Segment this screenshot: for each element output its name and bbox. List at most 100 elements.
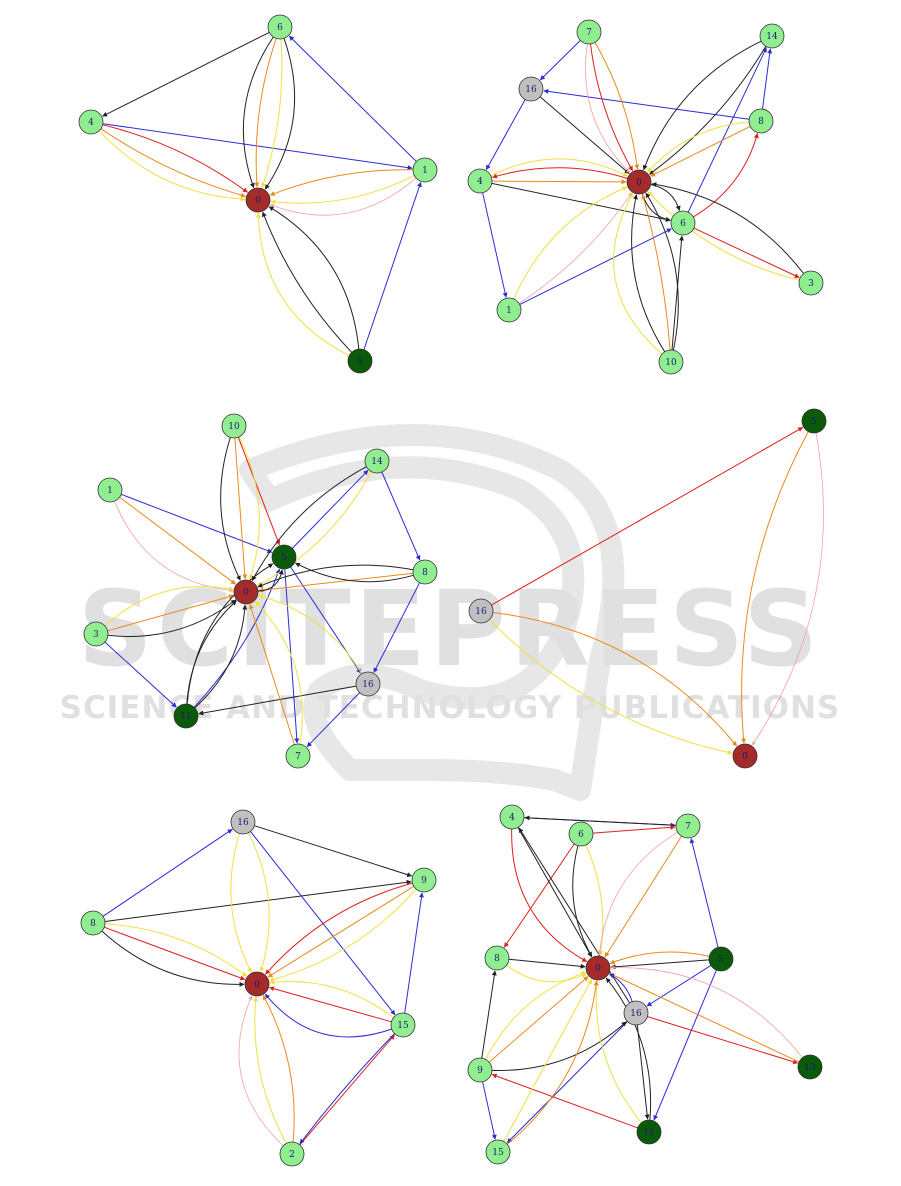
node-label: 8: [422, 568, 428, 578]
node-0: 0: [246, 188, 270, 212]
edge-4-to-0: [492, 181, 626, 182]
edge-5-to-0: [263, 212, 352, 352]
edge-1-to-0: [270, 178, 416, 215]
watermark-title: SCITEPRESS: [78, 568, 822, 690]
node-label: 8: [494, 954, 500, 964]
edge-14-to-8: [382, 472, 420, 560]
edge-6-to-7: [593, 827, 675, 833]
edge-4-to-0: [518, 827, 592, 956]
node-7: 7: [676, 814, 700, 838]
node-15: 15: [391, 1013, 415, 1037]
edge-7-to-4: [525, 818, 676, 826]
node-6: 6: [268, 15, 292, 39]
edge-15-to-0: [265, 994, 392, 1037]
edge-8-to-16: [103, 829, 232, 916]
node-5: 5: [272, 545, 296, 569]
edge-16-to-9: [254, 826, 411, 876]
edge-4-to-0: [103, 125, 248, 193]
edge-10-to-6: [672, 236, 682, 350]
node-label: 16: [362, 680, 374, 690]
node-label: 4: [88, 118, 94, 128]
edge-1-to-5: [121, 494, 272, 552]
node-label: 7: [295, 752, 301, 762]
node-label: 16: [475, 607, 487, 617]
node-16: 16: [231, 810, 255, 834]
edge-15-to-0: [270, 982, 394, 1018]
edge-5-to-16: [647, 965, 711, 1006]
edge-0-to-4: [493, 168, 628, 179]
graph-2-nodes: 0716148463110: [468, 20, 823, 374]
edge-5-to-0: [611, 960, 709, 967]
node-1: 1: [413, 158, 437, 182]
edge-16-to-13: [648, 1017, 798, 1064]
node-10: 10: [659, 350, 683, 374]
graph-6-edges: [482, 818, 803, 1145]
edge-16-to-15: [250, 831, 395, 1014]
graph-1-nodes: 06415: [79, 15, 437, 373]
edge-1-to-0: [271, 175, 414, 203]
edge-5-to-7: [691, 839, 718, 948]
node-11: 11: [174, 704, 198, 728]
node-6: 6: [671, 211, 695, 235]
node-7: 7: [577, 20, 601, 44]
node-9: 9: [468, 1058, 492, 1082]
node-13: 13: [798, 1055, 822, 1079]
edge-16-to-15: [507, 1022, 627, 1143]
edge-9-to-15: [483, 1082, 496, 1140]
edge-8-to-0: [102, 931, 244, 984]
edge-10-to-0: [221, 437, 241, 580]
node-label: 8: [758, 117, 764, 127]
watermark: SCITEPRESS SCIENCE AND TECHNOLOGY PUBLIC…: [60, 435, 841, 790]
edge-2-to-0: [255, 997, 286, 1144]
edge-9-to-0: [268, 886, 414, 977]
edge-8-to-16: [544, 91, 749, 120]
node-label: 15: [492, 1148, 504, 1158]
graph-5-nodes: 01689152: [81, 810, 436, 1166]
edge-15-to-0: [507, 981, 596, 1144]
node-3: 3: [799, 271, 823, 295]
node-label: 16: [630, 1009, 642, 1019]
node-0: 0: [245, 972, 269, 996]
node-label: 5: [811, 417, 817, 427]
edge-8-to-0: [509, 959, 585, 967]
edge-4-to-0: [512, 829, 587, 962]
edge-7-to-0: [605, 836, 682, 957]
node-8: 8: [81, 911, 105, 935]
edge-1-to-6: [520, 229, 672, 305]
node-15: 15: [486, 1140, 510, 1164]
node-1: 1: [98, 478, 122, 502]
node-label: 0: [636, 178, 642, 188]
edge-5-to-11: [654, 970, 716, 1120]
edge-9-to-0: [270, 889, 417, 981]
node-label: 14: [766, 32, 778, 42]
node-label: 4: [509, 813, 515, 823]
node-label: 1: [107, 486, 113, 496]
node-4: 4: [79, 110, 103, 134]
node-0: 0: [234, 580, 258, 604]
node-label: 16: [525, 85, 537, 95]
edge-16-to-4: [486, 100, 525, 170]
node-label: 0: [254, 980, 260, 990]
node-label: 13: [804, 1063, 816, 1073]
node-label: 0: [255, 196, 261, 206]
node-14: 14: [760, 24, 784, 48]
node-10: 10: [222, 414, 246, 438]
node-0: 0: [627, 170, 651, 194]
node-label: 6: [680, 219, 686, 229]
node-label: 10: [228, 422, 240, 432]
edge-15-to-9: [405, 893, 422, 1013]
edge-9-to-0: [489, 977, 588, 1063]
node-4: 4: [468, 169, 492, 193]
node-label: 11: [643, 1128, 654, 1138]
node-label: 1: [422, 166, 428, 176]
edge-8-to-14: [763, 49, 771, 109]
node-label: 8: [90, 919, 96, 929]
node-label: 4: [477, 177, 483, 187]
edge-1-to-0: [270, 170, 413, 195]
edge-8-to-9: [105, 882, 411, 922]
edge-4-to-1: [483, 193, 507, 298]
edge-7-to-16: [540, 40, 580, 80]
node-0: 0: [586, 956, 610, 980]
